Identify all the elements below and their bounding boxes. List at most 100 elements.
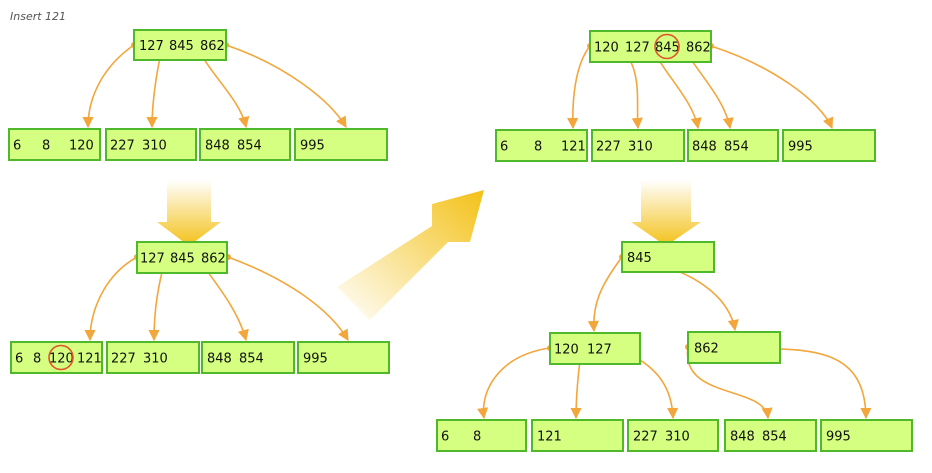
- p3-root-key: 127: [625, 41, 650, 56]
- highlight-circle: [654, 33, 680, 60]
- p2-leaf-1-key: 8: [33, 352, 41, 367]
- p3-leaf-2-key: 310: [628, 140, 653, 155]
- p1-leaf-3-key: 848: [205, 139, 230, 154]
- p4-internal-1-key: 127: [587, 343, 612, 358]
- p1-root-box: [133, 29, 227, 61]
- highlight-circle: [48, 344, 74, 371]
- p1-leaf-3-key: 854: [237, 139, 262, 154]
- p1-leaf-2-key: 310: [142, 139, 167, 154]
- p1-root-key: 845: [169, 39, 194, 54]
- transition-arrow-down-right: [631, 180, 701, 246]
- p4-leaf-5-key: 995: [826, 430, 851, 445]
- p4-leaf-3-key: 310: [665, 430, 690, 445]
- child-pointer-arrow: [225, 44, 347, 128]
- p4-root-box: [621, 241, 715, 273]
- p1-leaf-4-key: 995: [300, 139, 325, 154]
- p4-internal-2-key: 862: [694, 342, 719, 357]
- p3-leaf-2-box: [591, 129, 685, 162]
- p3-root-box: [589, 30, 712, 63]
- p2-root-box: [136, 241, 228, 274]
- p2-leaf-2-node: 227 310: [106, 341, 200, 374]
- p3-leaf-1-key: 8: [534, 140, 542, 155]
- p2-leaf-3-key: 848: [207, 352, 232, 367]
- p2-root-key: 862: [201, 252, 226, 267]
- p1-leaf-1-key: 8: [42, 139, 50, 154]
- p4-leaf-2-node: 121: [531, 419, 624, 452]
- p3-leaf-3-box: [687, 129, 779, 162]
- p4-internal-1-box: [549, 332, 641, 365]
- p4-leaf-4-key: 854: [762, 430, 787, 445]
- p4-internal-1-node: 120 127: [549, 332, 641, 365]
- child-pointer-arrow: [587, 256, 623, 333]
- p4-leaf-1-box: [436, 419, 527, 452]
- p1-leaf-1-node: 6 8 120: [8, 128, 101, 161]
- p2-root-key: 845: [170, 252, 195, 267]
- transition-arrow-down-left: [157, 180, 221, 246]
- p4-internal-2-box: [687, 331, 781, 364]
- p4-leaf-2-box: [531, 419, 624, 452]
- p1-leaf-3-box: [199, 128, 291, 161]
- p2-leaf-2-key: 310: [143, 352, 168, 367]
- p4-leaf-4-key: 848: [730, 430, 755, 445]
- child-pointer-arrow: [567, 45, 591, 130]
- p1-leaf-1-key: 120: [69, 139, 94, 154]
- p1-leaf-4-box: [294, 128, 388, 161]
- p4-leaf-5-box: [820, 419, 913, 452]
- p2-leaf-1-key: 120: [49, 352, 74, 367]
- transition-arrow-diagonal: [337, 190, 484, 320]
- p1-root-key: 127: [139, 39, 164, 54]
- p3-leaf-2-key: 227: [596, 140, 621, 155]
- p2-leaf-4-key: 995: [303, 352, 328, 367]
- p3-leaf-1-box: [495, 129, 588, 162]
- p3-leaf-4-node: 995: [782, 129, 876, 162]
- p3-leaf-3-key: 854: [724, 140, 749, 155]
- p3-leaf-4-key: 995: [788, 140, 813, 155]
- p2-leaf-1-key: 6: [15, 352, 23, 367]
- p4-leaf-4-node: 848 854: [724, 419, 817, 452]
- p2-leaf-3-key: 854: [239, 352, 264, 367]
- p1-leaf-2-box: [105, 128, 197, 161]
- child-pointer-arrow: [84, 256, 138, 342]
- p4-leaf-3-box: [627, 419, 719, 452]
- p2-leaf-2-key: 227: [111, 352, 136, 367]
- p3-root-key: 845: [655, 41, 680, 56]
- p1-leaf-2-key: 227: [110, 139, 135, 154]
- p4-internal-1-key: 120: [554, 343, 579, 358]
- p3-leaf-2-node: 227 310: [591, 129, 685, 162]
- p1-leaf-4-node: 995: [294, 128, 388, 161]
- p4-leaf-2-key: 121: [537, 430, 562, 445]
- diagram-caption: Insert 121: [10, 10, 67, 23]
- child-pointer-arrow: [710, 45, 834, 130]
- p3-root-key: 120: [594, 41, 619, 56]
- p4-leaf-1-key: 6: [441, 430, 449, 445]
- p2-root-key: 127: [140, 252, 165, 267]
- p2-leaf-3-node: 848 854: [201, 341, 295, 374]
- p4-leaf-4-box: [724, 419, 817, 452]
- child-pointer-arrow: [652, 262, 739, 332]
- p2-leaf-1-key: 121: [77, 352, 102, 367]
- p3-leaf-3-key: 848: [692, 140, 717, 155]
- p1-leaf-2-node: 227 310: [105, 128, 197, 161]
- p2-leaf-2-box: [106, 341, 200, 374]
- p1-root-node: 127 845 862: [133, 29, 227, 61]
- p4-root-key: 845: [627, 251, 652, 266]
- p1-root-key: 862: [200, 39, 225, 54]
- child-pointer-arrow: [82, 44, 135, 129]
- p4-leaf-5-node: 995: [820, 419, 913, 452]
- child-pointer-arrow: [477, 347, 551, 420]
- p4-internal-2-node: 862: [687, 331, 781, 364]
- p4-leaf-1-key: 8: [473, 430, 481, 445]
- p3-leaf-1-key: 6: [500, 140, 508, 155]
- p2-root-node: 127 845 862: [136, 241, 228, 274]
- p1-leaf-1-box: [8, 128, 101, 161]
- child-pointer-arrow: [227, 256, 349, 341]
- p2-leaf-3-box: [201, 341, 295, 374]
- p1-leaf-1-key: 6: [13, 139, 21, 154]
- p1-leaf-3-node: 848 854: [199, 128, 291, 161]
- p2-leaf-4-node: 995: [297, 341, 390, 374]
